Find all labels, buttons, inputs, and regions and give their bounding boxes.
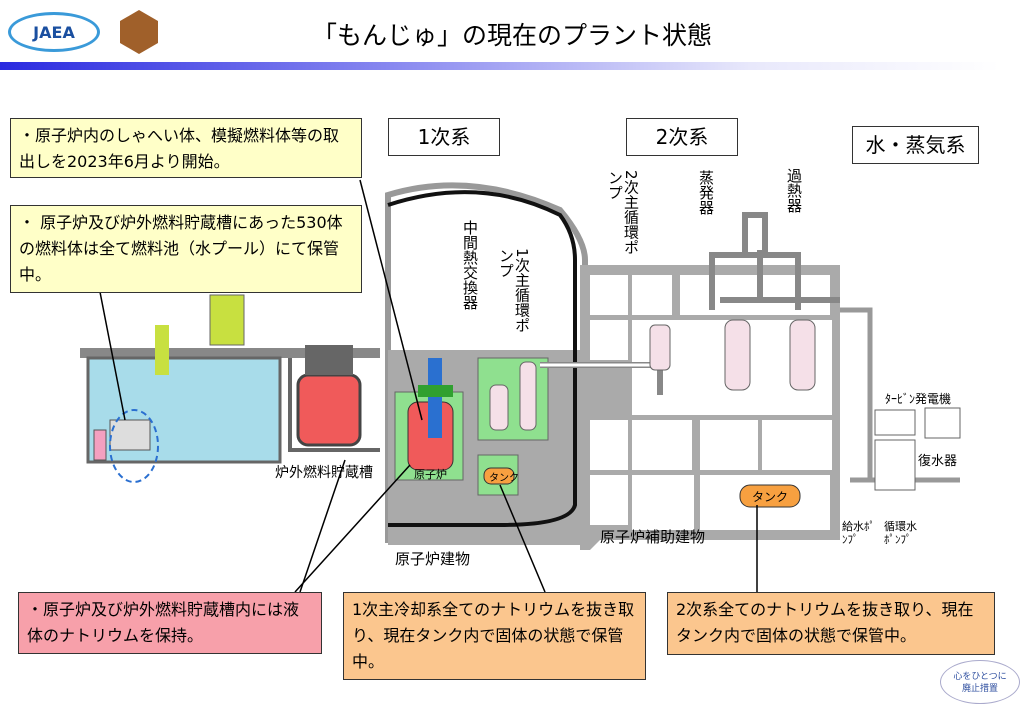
- label-exvessel-storage: 炉外燃料貯蔵槽: [275, 465, 373, 481]
- label-superheater: 過熱器: [785, 168, 803, 213]
- system-secondary: 2次系: [626, 118, 738, 156]
- decommission-badge: 心をひとつに 廃止措置: [940, 660, 1020, 704]
- label-circ-pump: 循環水ﾎﾟﾝﾌﾟ: [884, 520, 917, 546]
- svg-text:タンク: タンク: [752, 490, 788, 504]
- label-ihx: 中間熱交換器: [461, 220, 479, 310]
- page-title: 「もんじゅ」の現在のプラント状態: [311, 21, 712, 50]
- label-reactor-building: 原子炉建物: [395, 550, 471, 568]
- label-secondary-pump: 2次主循環ポンプ: [606, 170, 640, 255]
- label-turbine: ﾀｰﾋﾞﾝ発電機: [885, 392, 952, 406]
- jaea-logo-text: JAEA: [33, 22, 75, 42]
- label-reactor: 原子炉: [414, 468, 447, 481]
- callout-arrows: [99, 179, 758, 593]
- jaea-logo: JAEA: [8, 12, 100, 52]
- header-divider: [0, 62, 1000, 70]
- label-primary-pump: 1次主循環ポンプ: [497, 248, 531, 333]
- system-primary: 1次系: [388, 118, 500, 156]
- note-fuel: ・ 原子炉及び炉外燃料貯蔵槽にあった530体の燃料体は全て燃料池（水プール）にて…: [10, 205, 362, 293]
- fuel-pool: [80, 294, 380, 483]
- note-sodium-liquid: ・原子炉及び炉外燃料貯蔵槽内には液体のナトリウムを保持。: [18, 592, 322, 654]
- label-feed-pump: 給水ﾎﾟﾝﾌﾟ: [842, 520, 875, 546]
- label-aux-building: 原子炉補助建物: [600, 528, 706, 546]
- aux-building: タンク: [540, 212, 961, 550]
- badge-text: 心をひとつに 廃止措置: [953, 672, 1007, 694]
- label-evaporator: 蒸発器: [697, 170, 715, 215]
- reactor-building: タンク: [385, 182, 588, 545]
- note-removal: ・原子炉内のしゃへい体、模擬燃料体等の取出しを2023年6月より開始。: [10, 118, 362, 178]
- note-primary-tank: 1次主冷却系全てのナトリウムを抜き取り、現在タンク内で固体の状態で保管中。: [343, 592, 646, 680]
- system-water-steam: 水・蒸気系: [852, 126, 979, 164]
- note-secondary-tank: 2次系全てのナトリウムを抜き取り、現在タンク内で固体の状態で保管中。: [667, 592, 995, 655]
- label-condenser: 復水器: [918, 454, 958, 469]
- svg-text:タンク: タンク: [489, 472, 519, 484]
